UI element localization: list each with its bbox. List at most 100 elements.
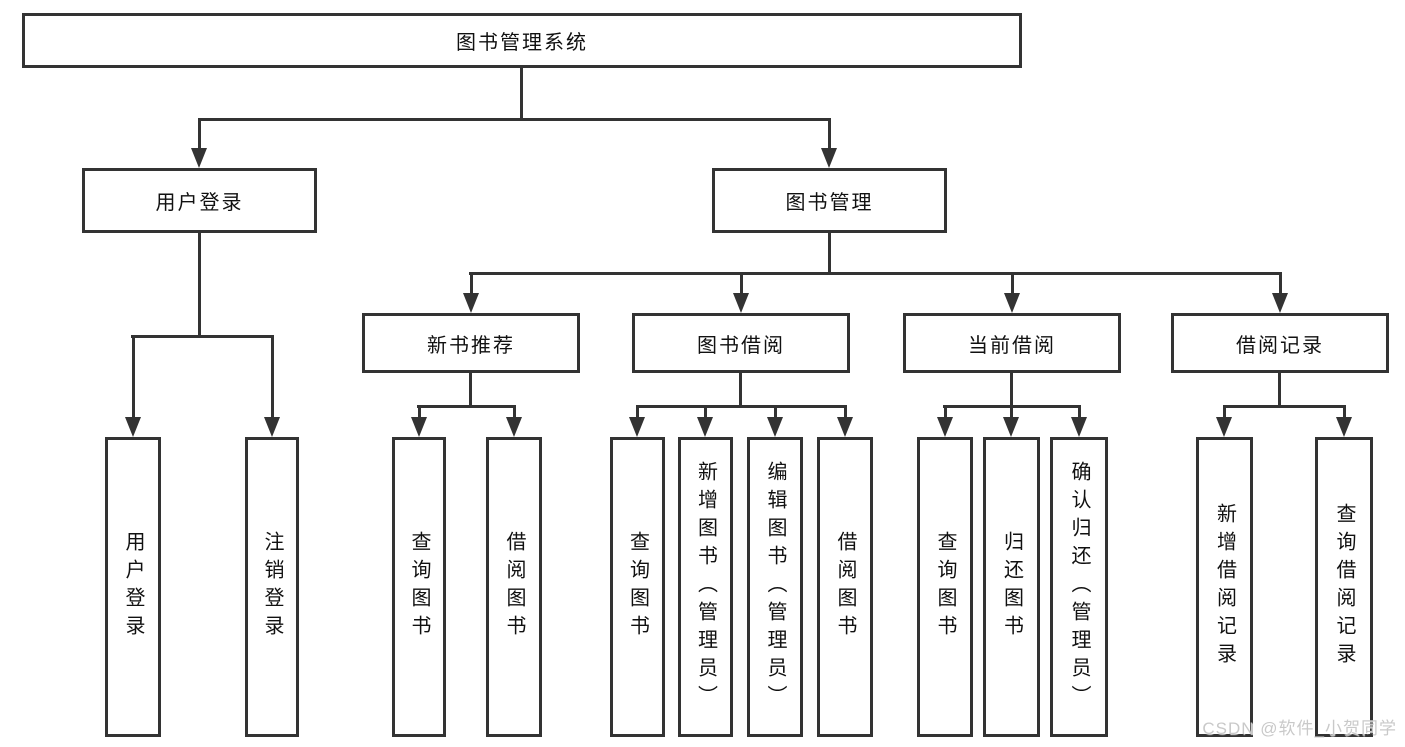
arrow-down-icon <box>506 417 522 437</box>
connector-line <box>1223 405 1346 408</box>
connector-arrow <box>125 335 141 437</box>
arrow-down-icon <box>463 293 479 313</box>
node-user-login: 用户登录 <box>82 168 317 233</box>
arrow-down-icon <box>1336 417 1352 437</box>
node-label: 新增借阅记录 <box>1213 503 1236 671</box>
csdn-watermark: CSDN @软件_小贺同学 <box>1202 719 1397 738</box>
node-label: 用户登录 <box>155 192 244 214</box>
arrow-shaft <box>773 405 777 419</box>
arrow-shaft <box>1342 405 1346 419</box>
leaf-add-borrow-record: 新增借阅记录 <box>1196 437 1253 737</box>
node-label: 注销登录 <box>261 531 283 643</box>
node-label: 图书管理系统 <box>456 32 588 54</box>
arrow-down-icon <box>1004 293 1020 313</box>
node-label: 新增图书（管理员） <box>694 461 717 713</box>
arrow-down-icon <box>264 417 280 437</box>
connector-arrow <box>1272 272 1288 313</box>
arrow-shaft <box>1010 272 1014 295</box>
node-label: 查询图书 <box>408 531 430 643</box>
arrow-shaft <box>469 272 473 295</box>
arrow-shaft <box>270 335 274 419</box>
connector-arrow <box>697 405 713 437</box>
arrow-down-icon <box>629 417 645 437</box>
leaf-edit-book-admin: 编辑图书（管理员） <box>747 437 803 737</box>
leaf-query-books-current: 查询图书 <box>917 437 973 737</box>
node-label: 当前借阅 <box>968 334 1056 357</box>
connector-arrow <box>937 405 953 437</box>
arrow-down-icon <box>767 417 783 437</box>
node-label: 用户登录 <box>122 531 144 643</box>
arrow-down-icon <box>1272 293 1288 313</box>
connector-line <box>469 373 472 405</box>
connector-line <box>469 272 1282 275</box>
connector-arrow <box>1003 405 1019 437</box>
leaf-logout: 注销登录 <box>245 437 299 737</box>
connector-line <box>828 233 831 272</box>
leaf-borrow-books-recommend: 借阅图书 <box>486 437 542 737</box>
connector-line <box>520 68 523 118</box>
arrow-down-icon <box>821 148 837 168</box>
arrow-shaft <box>1222 405 1226 419</box>
connector-arrow <box>264 335 280 437</box>
node-current-borrowing: 当前借阅 <box>903 313 1121 373</box>
arrow-shaft <box>197 118 201 150</box>
node-root: 图书管理系统 <box>22 13 1022 68</box>
connector-arrow <box>506 405 522 437</box>
arrow-shaft <box>1077 405 1081 419</box>
arrow-shaft <box>1009 405 1013 419</box>
connector-line <box>131 335 273 338</box>
node-label: 新书推荐 <box>427 334 515 357</box>
connector-arrow <box>463 272 479 313</box>
node-label: 借阅图书 <box>503 531 525 643</box>
arrow-down-icon <box>733 293 749 313</box>
connector-arrow <box>1336 405 1352 437</box>
leaf-query-borrow-record: 查询借阅记录 <box>1315 437 1373 737</box>
node-label: 图书借阅 <box>697 334 785 357</box>
arrow-shaft <box>739 272 743 295</box>
node-label: 归还图书 <box>1000 531 1023 643</box>
arrow-shaft <box>417 405 421 419</box>
node-book-management: 图书管理 <box>712 168 947 233</box>
arrow-down-icon <box>837 417 853 437</box>
connector-line <box>636 405 847 408</box>
node-book-borrowing: 图书借阅 <box>632 313 850 373</box>
leaf-confirm-return-admin: 确认归还（管理员） <box>1050 437 1108 737</box>
connector-line <box>198 118 831 121</box>
connector-arrow <box>837 405 853 437</box>
arrow-shaft <box>635 405 639 419</box>
connector-line <box>1010 373 1013 405</box>
connector-arrow <box>821 118 837 168</box>
arrow-shaft <box>703 405 707 419</box>
arrow-down-icon <box>697 417 713 437</box>
node-label: 查询图书 <box>934 531 956 643</box>
connector-arrow <box>191 118 207 168</box>
node-label: 查询借阅记录 <box>1333 503 1355 671</box>
connector-arrow <box>1071 405 1087 437</box>
connector-line <box>1278 373 1281 405</box>
connector-line <box>198 233 201 335</box>
node-label: 借阅记录 <box>1236 334 1324 357</box>
arrow-shaft <box>512 405 516 419</box>
node-label: 编辑图书（管理员） <box>764 461 786 713</box>
arrow-shaft <box>943 405 947 419</box>
arrow-shaft <box>1278 272 1282 295</box>
connector-line <box>739 373 742 405</box>
node-label: 借阅图书 <box>834 531 856 643</box>
connector-arrow <box>733 272 749 313</box>
leaf-query-books-borrow: 查询图书 <box>610 437 665 737</box>
connector-arrow <box>411 405 427 437</box>
connector-arrow <box>767 405 783 437</box>
node-label: 确认归还（管理员） <box>1068 461 1090 713</box>
node-borrowing-records: 借阅记录 <box>1171 313 1389 373</box>
arrow-down-icon <box>411 417 427 437</box>
node-new-book-recommend: 新书推荐 <box>362 313 580 373</box>
connector-line <box>417 405 515 408</box>
node-label: 查询图书 <box>626 531 649 643</box>
connector-arrow <box>1216 405 1232 437</box>
arrow-shaft <box>131 335 135 419</box>
leaf-query-books-recommend: 查询图书 <box>392 437 446 737</box>
connector-arrow <box>1004 272 1020 313</box>
arrow-down-icon <box>191 148 207 168</box>
arrow-down-icon <box>125 417 141 437</box>
